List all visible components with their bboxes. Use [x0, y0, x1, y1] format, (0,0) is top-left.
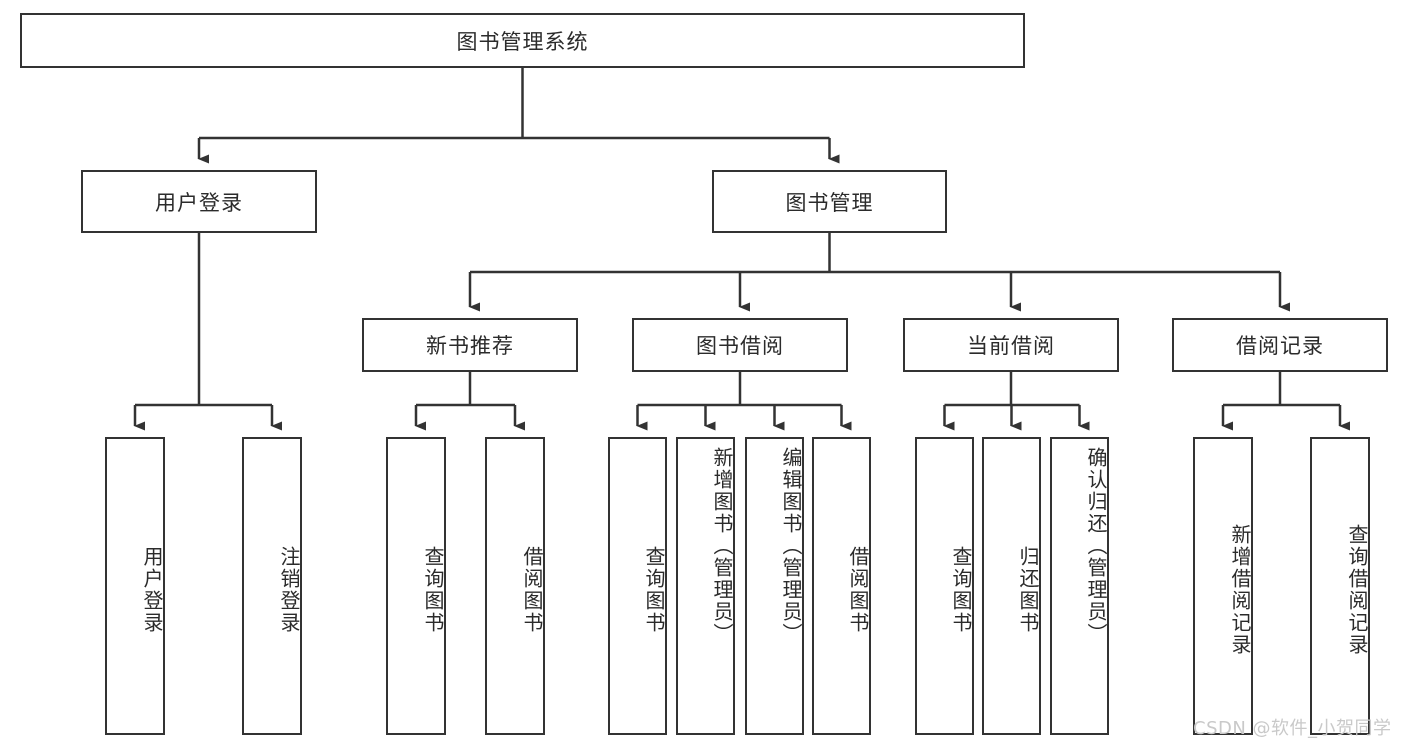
node-label: 归还图书 — [1016, 546, 1040, 634]
node-leaf-borrow-book-rec[interactable]: 借阅图书 — [485, 437, 545, 735]
node-leaf-logout[interactable]: 注销登录 — [242, 437, 302, 735]
node-leaf-return-book[interactable]: 归还图书 — [982, 437, 1041, 735]
node-leaf-add-record[interactable]: 新增借阅记录 — [1193, 437, 1253, 735]
node-label: 查询借阅记录 — [1345, 524, 1369, 656]
node-new-book-recommend[interactable]: 新书推荐 — [362, 318, 578, 372]
node-leaf-borrow-book[interactable]: 借阅图书 — [812, 437, 871, 735]
node-leaf-edit-book[interactable]: 编辑图书（管理员） — [745, 437, 804, 735]
node-leaf-add-book[interactable]: 新增图书（管理员） — [676, 437, 735, 735]
node-label: 图书借阅 — [696, 334, 784, 358]
node-leaf-confirm-return[interactable]: 确认归还（管理员） — [1050, 437, 1109, 735]
node-leaf-query-book-cur[interactable]: 查询图书 — [915, 437, 974, 735]
node-label: 借阅记录 — [1236, 334, 1324, 358]
node-label: 确认归还（管理员） — [1084, 447, 1108, 645]
node-label: 用户登录 — [140, 546, 164, 634]
node-book-management[interactable]: 图书管理 — [712, 170, 947, 233]
node-label: 用户登录 — [155, 190, 243, 215]
node-label: 图书管理 — [785, 190, 874, 215]
node-leaf-query-record[interactable]: 查询借阅记录 — [1310, 437, 1370, 735]
node-label: 图书管理系统 — [456, 29, 589, 54]
node-label: 借阅图书 — [846, 546, 870, 634]
node-label: 查询图书 — [949, 546, 973, 634]
node-label: 编辑图书（管理员） — [779, 447, 803, 645]
node-label: 新增借阅记录 — [1228, 524, 1252, 656]
node-label: 查询图书 — [421, 546, 445, 634]
node-leaf-user-login[interactable]: 用户登录 — [105, 437, 165, 735]
node-borrow-record[interactable]: 借阅记录 — [1172, 318, 1388, 372]
node-label: 新书推荐 — [426, 334, 514, 358]
watermark-label: CSDN @软件_小贺同学 — [1193, 718, 1392, 739]
node-label: 借阅图书 — [520, 546, 544, 634]
node-label: 注销登录 — [277, 546, 301, 634]
node-leaf-query-book-rec[interactable]: 查询图书 — [386, 437, 446, 735]
node-current-borrow[interactable]: 当前借阅 — [903, 318, 1119, 372]
node-label: 查询图书 — [642, 546, 666, 634]
node-root[interactable]: 图书管理系统 — [20, 13, 1025, 68]
node-book-borrow[interactable]: 图书借阅 — [632, 318, 848, 372]
node-user-login[interactable]: 用户登录 — [81, 170, 317, 233]
node-leaf-query-book[interactable]: 查询图书 — [608, 437, 667, 735]
node-label: 当前借阅 — [967, 334, 1055, 358]
node-label: 新增图书（管理员） — [710, 447, 734, 645]
